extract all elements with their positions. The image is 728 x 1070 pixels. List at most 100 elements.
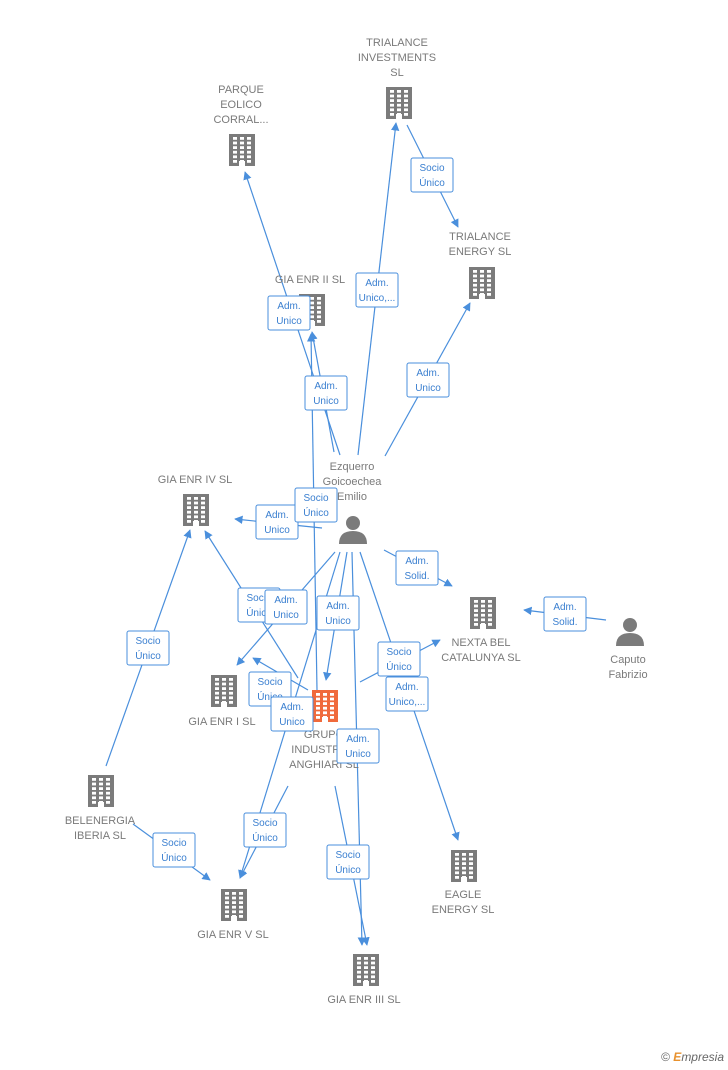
edge-label-box[interactable]: Adm. Unico <box>255 504 299 540</box>
node-label: ENERGY SL <box>432 904 495 916</box>
edge-label-box[interactable]: Adm.Solid. <box>395 550 439 586</box>
edge-label-text: Unico <box>273 610 299 621</box>
edge-label-text: Unico,... <box>359 293 396 304</box>
edge-label-text: Adm. <box>314 381 337 392</box>
edge-label-text: Único <box>303 506 329 519</box>
edge-label-text: Unico <box>313 396 339 407</box>
node-label: GRUPO <box>304 729 345 741</box>
edge-label-text: Adm. <box>274 595 297 606</box>
edge-labels-layer: Adm.UnicoAdm.Unico,...SocioÚnicoAdm.Unic… <box>126 157 587 880</box>
node-trialance_energy[interactable]: TRIALANCE ENERGY SL <box>449 231 512 299</box>
edge-label-box[interactable]: Adm. Unico <box>406 362 450 398</box>
building-icon <box>229 134 255 166</box>
edge-label-text: Socio <box>335 850 360 861</box>
edge-label-box[interactable]: Adm. Solid. <box>543 596 587 632</box>
edge-label-text: Unico <box>279 717 305 728</box>
node-label: GIA ENR V SL <box>197 929 269 941</box>
node-label: EAGLE <box>445 889 482 901</box>
edge-label-text: Socio <box>386 647 411 658</box>
edge-label-box[interactable]: Adm. Unico <box>304 375 348 411</box>
edge-label-text: Socio <box>135 636 160 647</box>
edge-label-text: Adm. <box>395 682 418 693</box>
building-icon <box>353 954 379 986</box>
edge-label-text: Unico <box>325 616 351 627</box>
brand-logo: © Empresia <box>661 1050 724 1064</box>
edge-label-text: Unico,... <box>389 697 426 708</box>
edge-label-text: Socio <box>252 818 277 829</box>
edge-label-text: Adm. <box>416 368 439 379</box>
node-label: CORRAL... <box>213 114 268 126</box>
edge-label-text: Solid. <box>552 617 577 628</box>
edge-label-text: Adm. <box>346 734 369 745</box>
building-icon <box>469 267 495 299</box>
edge-label-box[interactable]: Adm. Unico <box>264 589 308 625</box>
node-label: Ezquerro <box>330 461 375 473</box>
edge-label-text: Unico <box>276 316 302 327</box>
brand-initial: E <box>673 1050 682 1064</box>
node-eagle[interactable]: EAGLE ENERGY SL <box>432 850 495 916</box>
node-label: NEXTA BEL <box>451 637 510 649</box>
node-label: Goicoechea <box>323 476 383 488</box>
edge-label-box[interactable]: Adm. Unico,... <box>385 676 429 712</box>
edge-label-text: Adm. <box>280 702 303 713</box>
node-label: ENERGY SL <box>449 246 512 258</box>
edge-label-box[interactable]: Adm.Unico <box>316 595 360 631</box>
edge-label-box[interactable]: Adm. Unico <box>270 696 314 732</box>
node-gia4[interactable]: GIA ENR IV SL <box>158 474 233 526</box>
edge-label-text: Unico <box>264 525 290 536</box>
node-label: TRIALANCE <box>449 231 511 243</box>
edge-label-text: Socio <box>303 493 328 504</box>
node-parque[interactable]: PARQUEEOLICOCORRAL... <box>213 84 269 166</box>
edge-label-text: Socio <box>161 838 186 849</box>
edge-label-text: Unico <box>345 749 371 760</box>
person-icon <box>339 516 367 544</box>
building-icon <box>470 597 496 629</box>
edge-label-text: Único <box>386 660 412 673</box>
building-icon <box>221 889 247 921</box>
edge-label-text: Socio <box>246 593 271 604</box>
building-icon <box>211 675 237 707</box>
brand-name: mpresia <box>681 1050 724 1064</box>
node-label: GIA ENR III SL <box>327 994 400 1006</box>
node-label: TRIALANCE <box>366 37 428 49</box>
edge-label-text: Adm. <box>553 602 576 613</box>
node-gia3[interactable]: GIA ENR III SL <box>327 954 401 1006</box>
building-icon <box>386 87 412 119</box>
node-label: Caputo <box>610 654 645 666</box>
edge-label-box[interactable]: Adm. Unico,... <box>355 272 399 308</box>
edge-label-text: Adm. <box>265 510 288 521</box>
node-gia1[interactable]: GIA ENR I SL <box>188 675 256 728</box>
edge-label-box[interactable]: Adm. Unico <box>267 295 311 331</box>
copyright-icon: © <box>661 1050 670 1064</box>
node-label: Emilio <box>337 491 367 503</box>
node-label: GIA ENR I SL <box>188 716 255 728</box>
edge-label-text: Único <box>252 831 278 844</box>
building-icon <box>88 775 114 807</box>
edge-label-text: Adm. <box>365 278 388 289</box>
building-icon <box>451 850 477 882</box>
person-icon <box>616 618 644 646</box>
node-label: BELENERGIA <box>65 815 136 827</box>
node-gia5[interactable]: GIA ENR V SL <box>197 889 269 941</box>
edge-label-box[interactable]: Adm. Unico <box>336 728 380 764</box>
edge-label-text: Adm. <box>277 301 300 312</box>
edge-label-text: Único <box>161 851 187 864</box>
building-icon <box>312 690 338 722</box>
edge-label-text: Socio <box>419 163 444 174</box>
edge-label-text: Unico <box>415 383 441 394</box>
edge-label-text: Único <box>135 649 161 662</box>
